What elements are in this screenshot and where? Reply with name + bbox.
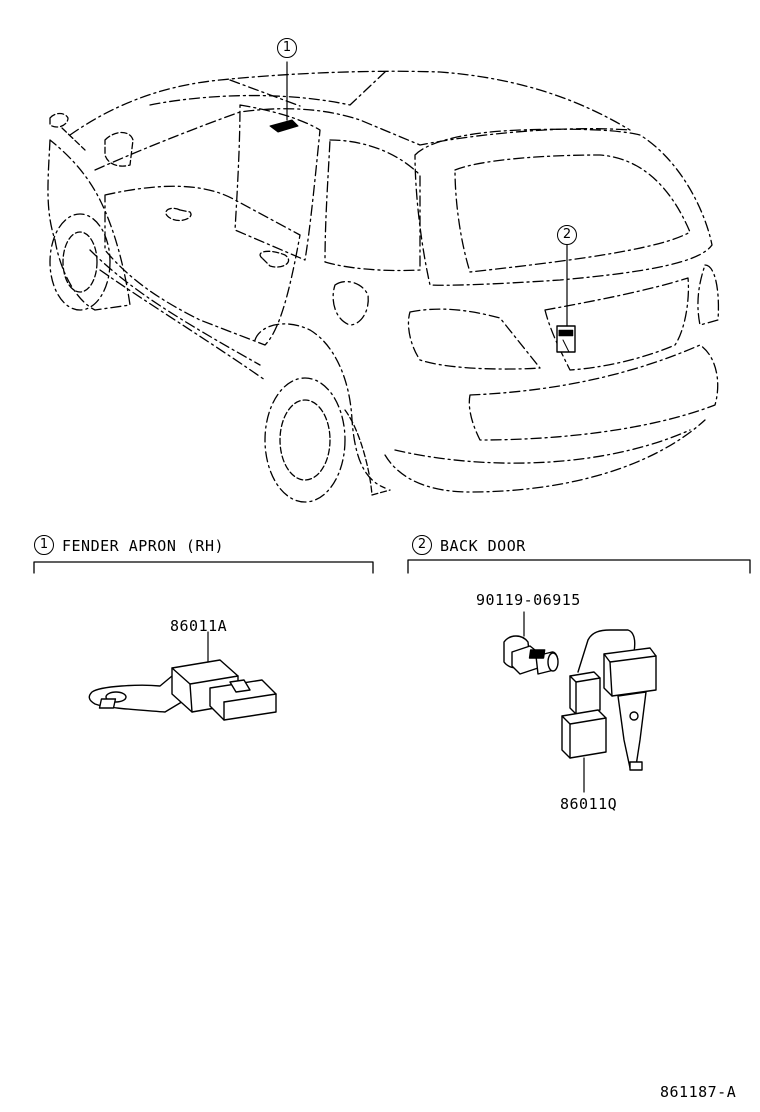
section-brackets [33,559,751,574]
license-panel [544,277,690,371]
bracket-hole [105,691,127,703]
connector-lower [561,709,607,759]
rear-window-glass [454,154,691,273]
sensor-stay [617,691,647,769]
part-number-bolt: 90119-06915 [476,591,581,609]
bracket-back-door [407,559,751,574]
front-wheel [49,213,111,311]
rear-wheel [264,377,346,503]
fuel-lid [332,281,369,326]
connector-housing [209,679,277,721]
side-mirror [104,131,134,167]
rear-window-frame [414,128,713,286]
bolt-drawing [503,611,559,675]
connector-upper [569,671,601,715]
rear-bumper [468,344,719,441]
lead-wire [577,629,636,673]
section-2-title: BACK DOOR [440,537,526,555]
section-1-title: FENDER APRON (RH) [62,537,225,555]
part-number-86011a: 86011A [170,617,228,635]
rear-wheel-arch [254,323,386,489]
tail-lamp-left [407,308,541,370]
rear-door [234,104,321,261]
figure-id: 861187-A [660,1083,737,1101]
bracket-fender-apron [33,561,374,574]
sensor-86011q-drawing [528,629,657,793]
callout-2: 2 [557,225,577,245]
section-2-number: 2 [412,535,432,555]
component-1-location [269,119,299,133]
sensor-upper-body [603,647,657,697]
tail-lamp-right [697,264,720,326]
callout-1: 1 [277,38,297,58]
roof-line [69,70,631,136]
vehicle-illustration [47,61,720,503]
body-side [94,108,631,171]
part-number-86011q: 86011Q [560,795,618,813]
sensor-86011a-drawing [88,631,277,721]
front-fender [47,139,131,311]
section-1-number: 1 [34,535,54,555]
